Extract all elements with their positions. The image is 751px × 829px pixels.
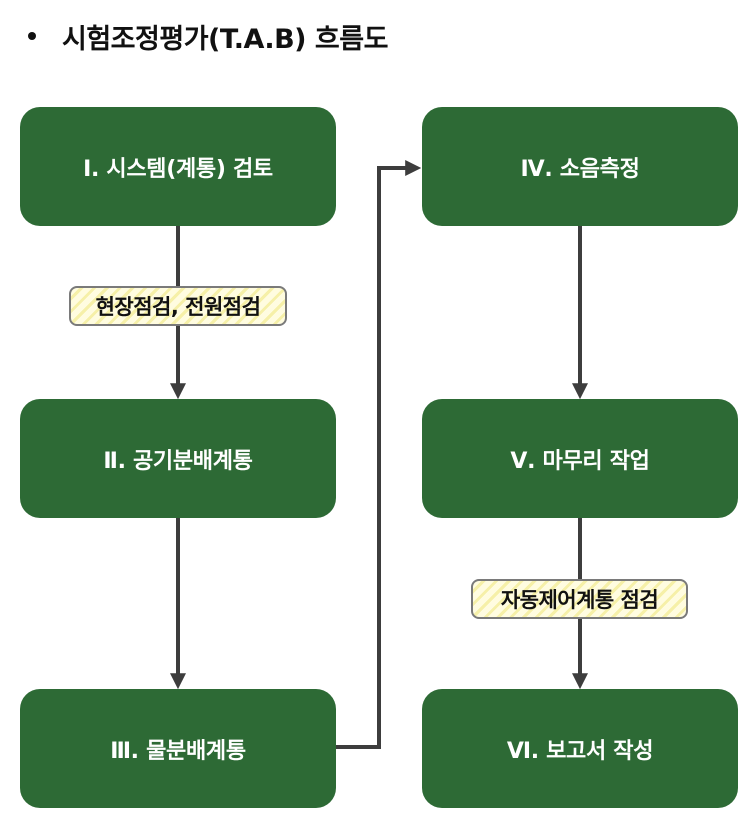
note-site-power-check: 현장점검, 전원점검 xyxy=(69,286,287,326)
step-label: Ⅵ. 보고서 작성 xyxy=(506,738,654,764)
step-label: Ⅴ. 마무리 작업 xyxy=(510,448,650,474)
step-box-6: Ⅵ. 보고서 작성 xyxy=(422,689,738,808)
step-box-3: Ⅲ. 물분배계통 xyxy=(20,689,336,808)
step-label: Ⅳ. 소음측정 xyxy=(520,156,640,182)
page-title-text: 시험조정평가(T.A.B) 흐름도 xyxy=(62,23,388,55)
note-label: 자동제어계통 점검 xyxy=(500,588,659,612)
note-auto-control-check: 자동제어계통 점검 xyxy=(471,579,688,619)
connector-step3-step4 xyxy=(336,160,422,749)
page-title: 시험조정평가(T.A.B) 흐름도 xyxy=(22,14,388,58)
note-label: 현장점검, 전원점검 xyxy=(95,295,261,319)
step-label: Ⅲ. 물분배계통 xyxy=(110,738,246,764)
step-label: Ⅰ. 시스템(계통) 검토 xyxy=(83,156,273,182)
step-box-1: Ⅰ. 시스템(계통) 검토 xyxy=(20,107,336,226)
step-label: Ⅱ. 공기분배계통 xyxy=(103,448,253,474)
step-box-4: Ⅳ. 소음측정 xyxy=(422,107,738,226)
step-box-5: Ⅴ. 마무리 작업 xyxy=(422,399,738,518)
bullet-icon xyxy=(28,32,36,40)
step-box-2: Ⅱ. 공기분배계통 xyxy=(20,399,336,518)
